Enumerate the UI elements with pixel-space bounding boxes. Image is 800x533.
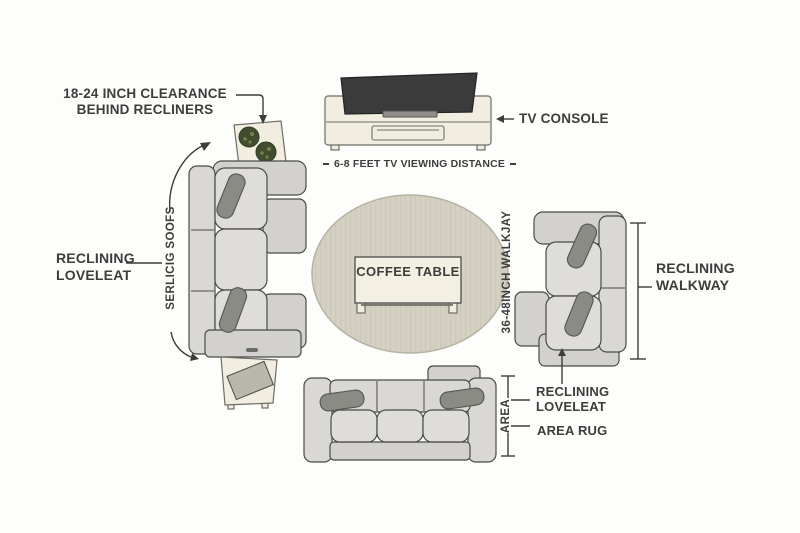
seat-cushion	[330, 409, 378, 443]
viewing-distance-dimension: 6-8 FEET TV VIEWING DISTANCE	[318, 158, 517, 170]
front-rail	[329, 441, 471, 461]
arrow-up-right-icon	[200, 142, 211, 151]
loveseat-right-label: RECLINING LOVELEAT	[536, 384, 609, 414]
plant-icon	[255, 141, 277, 163]
throw-pillow	[564, 291, 594, 337]
book	[226, 360, 275, 401]
throw-pillow	[439, 387, 485, 410]
dimension-line	[323, 163, 329, 165]
tv-console-label: TV CONSOLE	[519, 111, 609, 126]
loveseat-left-line1: RECLINING	[56, 250, 135, 266]
loveseat-left-line2: LOVELEAT	[56, 266, 132, 283]
throw-pillow	[216, 173, 246, 219]
walkway-rotated-label: 36-48INCH WALKJAY	[501, 210, 513, 334]
clearance-line2: BEHIND RECLINERS	[76, 101, 214, 117]
annotation-arrows	[126, 94, 652, 457]
coffee-table-label: COFFEE TABLE	[356, 264, 460, 279]
walkway-right-line2: WALKWAY	[656, 276, 730, 293]
curved-arrow-bottom	[170, 331, 192, 358]
ottoman-handle	[246, 348, 258, 352]
sofa-back	[188, 165, 216, 355]
clearance-label: 18-24 INCH CLEARANCE BEHIND RECLINERS	[50, 86, 240, 117]
seat-cushion	[376, 409, 424, 443]
loveseat-back	[598, 215, 627, 353]
walkway-right-line1: RECLINING	[656, 260, 735, 276]
loveseat-right-line1: RECLINING	[536, 384, 610, 399]
armrest-left	[303, 377, 333, 463]
throw-pillow	[218, 287, 248, 333]
loveseat-right-line2: LOVELEAT	[536, 399, 606, 414]
dimension-line	[510, 163, 517, 165]
table-top	[354, 256, 462, 304]
console-drawer	[371, 125, 445, 141]
seat-cushion	[422, 409, 470, 443]
area-rug-label: AREA RUG	[537, 423, 608, 438]
arrow-up-icon	[558, 348, 566, 356]
right-reclining-loveseat	[514, 211, 627, 367]
side-table-plants	[233, 120, 287, 167]
plant-icon	[238, 126, 260, 148]
throw-pillow	[566, 223, 598, 269]
clearance-arrow	[236, 94, 264, 117]
tv-stand	[382, 110, 438, 118]
bottom-reclining-sofa	[303, 365, 497, 463]
walkway-right-label: RECLINING WALKWAY	[656, 260, 735, 293]
arrow-left-icon	[496, 115, 504, 123]
area-rotated-label: AREA	[500, 398, 512, 434]
throw-pillow	[319, 389, 365, 412]
tv-console	[324, 72, 492, 151]
curved-arrow-top	[168, 145, 203, 213]
tv-screen	[340, 72, 478, 115]
coffee-table	[354, 256, 462, 314]
arrow-down-icon	[259, 115, 267, 124]
sofa-rotated-label: SERLICIG SOOFS	[165, 206, 177, 310]
loveseat-left-label: RECLINING LOVELEAT	[56, 250, 135, 283]
viewing-distance-label: 6-8 FEET TV VIEWING DISTANCE	[334, 158, 506, 170]
left-reclining-sofa	[188, 160, 307, 358]
footrest-top	[262, 198, 307, 254]
side-table-book	[220, 356, 278, 410]
arrow-down-right-icon	[190, 353, 199, 361]
clearance-line1: 18-24 INCH CLEARANCE	[63, 86, 227, 101]
seat-cushion	[214, 228, 268, 291]
ottoman	[204, 329, 302, 358]
